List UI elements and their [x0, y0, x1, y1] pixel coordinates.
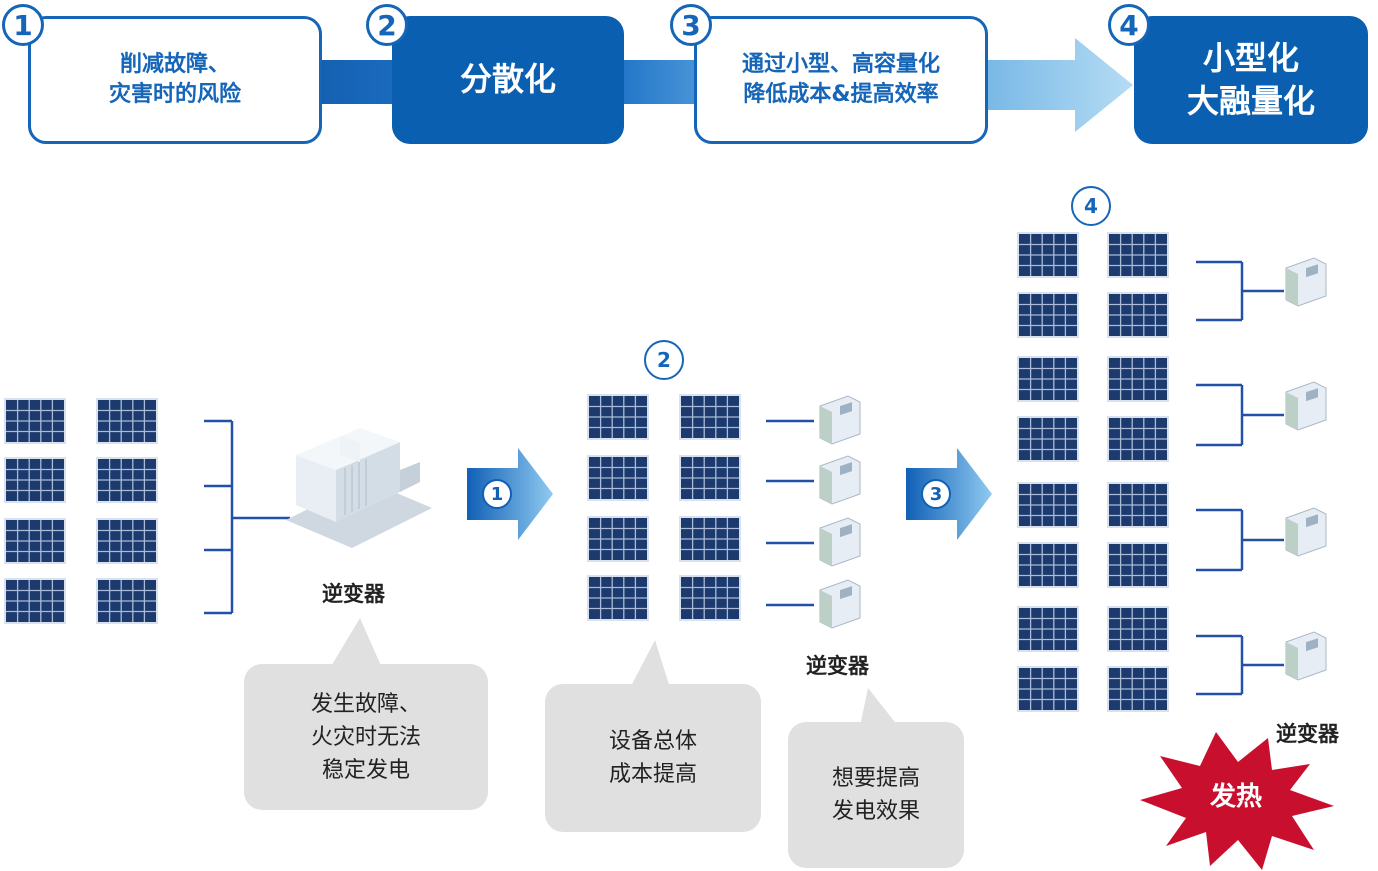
step-1-number: 1: [2, 4, 44, 46]
step-4-line-1: 小型化: [1202, 38, 1299, 77]
solar-panel-right-1-6: [1107, 606, 1169, 652]
bubble-failure-risk: 发生故障、 火灾时无法 稳定发电: [244, 664, 488, 810]
small-inverter-right-2: [1285, 507, 1327, 557]
solar-panel-left-0-1: [4, 457, 66, 503]
bubble-1-line-3: 稳定发电: [321, 757, 410, 783]
bubble-2-tail: [630, 640, 670, 688]
solar-panel-right-0-6: [1017, 606, 1079, 652]
solar-panel-right-1-3: [1107, 416, 1169, 462]
solar-panel-right-0-0: [1017, 232, 1079, 278]
bubble-3-line-1: 想要提高: [831, 766, 920, 791]
bubble-1-line-1: 发生故障、: [310, 691, 421, 717]
heat-burst-icon: [1140, 732, 1334, 870]
step-1-line-2: 灾害时的风险: [108, 82, 241, 107]
solar-panel-right-0-7: [1017, 666, 1079, 712]
solar-panel-right-1-2: [1107, 356, 1169, 402]
heat-label: 发热: [1210, 782, 1263, 812]
section-4-number: 4: [1071, 186, 1111, 226]
step-3-line-2: 降低成本&提高效率: [743, 82, 939, 107]
solar-panel-right-0-3: [1017, 416, 1079, 462]
small-inverter-right-1: [1285, 381, 1327, 431]
small-inverter-right-0: [1285, 257, 1327, 307]
step-3-number: 3: [670, 4, 712, 46]
solar-panel-left-1-1: [96, 457, 158, 503]
step-2-number: 2: [366, 4, 408, 46]
bubble-2-line-1: 设备总体: [608, 729, 697, 754]
bubble-3-line-2: 发电效果: [831, 799, 920, 824]
connector-2-3: [620, 60, 700, 104]
step-1-box: 削减故障、 灾害时的风险: [28, 16, 322, 144]
step-1-line-1: 削减故障、: [119, 52, 230, 78]
bubble-1-tail: [330, 618, 382, 668]
section-2-number: 2: [644, 340, 684, 380]
step-4-box: 小型化 大融量化: [1134, 16, 1368, 144]
connector-arrow-3-4: [985, 38, 1133, 132]
arrow-1-number: 1: [482, 479, 512, 509]
step-2-box: 分散化: [392, 16, 624, 144]
arrow-3-number-text: 3: [929, 483, 943, 505]
solar-panel-right-0-4: [1017, 482, 1079, 528]
solar-panel-left-0-0: [4, 398, 66, 444]
solar-panel-left-1-0: [96, 398, 158, 444]
solar-panel-mid-1-3: [679, 575, 741, 621]
inverter-label-1: 逆变器: [322, 582, 385, 606]
connector-1-2: [318, 60, 398, 104]
solar-panel-left-1-3: [96, 578, 158, 624]
solar-panel-mid-1-0: [679, 394, 741, 440]
step-2-line-1: 分散化: [459, 60, 556, 99]
solar-panel-left-0-2: [4, 518, 66, 564]
solar-panel-mid-0-1: [587, 455, 649, 501]
small-inverter-right-3: [1285, 631, 1327, 681]
step-3-line-1: 通过小型、高容量化: [741, 52, 940, 78]
central-inverter-icon: [286, 428, 432, 548]
inverter-label-2: 逆变器: [806, 654, 869, 678]
solar-panel-right-1-5: [1107, 542, 1169, 588]
small-inverter-mid-0: [819, 395, 861, 445]
inverter-label-3: 逆变器: [1276, 722, 1339, 746]
arrow-1-number-text: 1: [490, 483, 504, 505]
small-inverter-mid-2: [819, 517, 861, 567]
solar-panel-right-1-1: [1107, 292, 1169, 338]
bubble-efficiency: 想要提高 发电效果: [788, 722, 964, 868]
solar-panel-left-1-2: [96, 518, 158, 564]
small-inverter-mid-3: [819, 579, 861, 629]
step-3-box: 通过小型、高容量化 降低成本&提高效率: [694, 16, 988, 144]
solar-panel-mid-0-3: [587, 575, 649, 621]
solar-panel-mid-0-0: [587, 394, 649, 440]
arrow-3-number: 3: [921, 479, 951, 509]
solar-panel-left-0-3: [4, 578, 66, 624]
solar-panel-right-0-1: [1017, 292, 1079, 338]
bubble-cost-increase: 设备总体 成本提高: [545, 684, 761, 832]
solar-panel-right-0-2: [1017, 356, 1079, 402]
bubble-1-line-2: 火灾时无法: [310, 724, 421, 750]
solar-panel-right-1-4: [1107, 482, 1169, 528]
solar-panel-right-0-5: [1017, 542, 1079, 588]
solar-panel-right-1-0: [1107, 232, 1169, 278]
solar-panel-right-1-7: [1107, 666, 1169, 712]
solar-panel-mid-1-2: [679, 516, 741, 562]
solar-panel-mid-0-2: [587, 516, 649, 562]
bubble-2-line-2: 成本提高: [608, 762, 697, 787]
step-4-number: 4: [1108, 4, 1150, 46]
bubble-3-tail: [860, 688, 898, 726]
solar-panel-mid-1-1: [679, 455, 741, 501]
step-4-line-2: 大融量化: [1186, 82, 1315, 120]
small-inverter-mid-1: [819, 455, 861, 505]
